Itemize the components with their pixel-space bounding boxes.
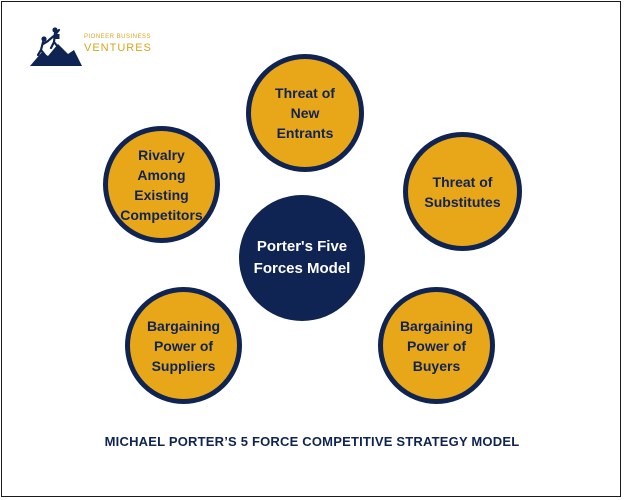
- force-label: Threat of New Entrants: [275, 85, 335, 141]
- center-node-porters-five-forces: Porter's Five Forces Model: [239, 195, 365, 321]
- force-label: Rivalry Among Existing Competitors: [120, 146, 203, 223]
- mountain-climbers-icon: [30, 27, 82, 66]
- force-label: Bargaining Power of Suppliers: [146, 317, 221, 374]
- logo-title: VENTURES: [84, 42, 152, 54]
- diagram-caption: MICHAEL PORTER’S 5 FORCE COMPETITIVE STR…: [104, 434, 520, 449]
- force-bargaining-power-of-suppliers: Bargaining Power of Suppliers: [125, 287, 242, 404]
- force-bargaining-power-of-buyers: Bargaining Power of Buyers: [378, 287, 495, 404]
- company-logo: PIONEER BUSINESS VENTURES: [28, 24, 158, 70]
- force-rivalry-among-competitors: Rivalry Among Existing Competitors: [103, 126, 220, 243]
- force-label: Bargaining Power of Buyers: [399, 317, 474, 374]
- force-threat-of-substitutes: Threat of Substitutes: [403, 132, 522, 251]
- force-label: Threat of Substitutes: [424, 173, 501, 210]
- center-label: Porter's Five Forces Model: [253, 238, 351, 277]
- force-threat-of-new-entrants: Threat of New Entrants: [246, 54, 364, 172]
- logo-subtitle: PIONEER BUSINESS: [84, 34, 152, 40]
